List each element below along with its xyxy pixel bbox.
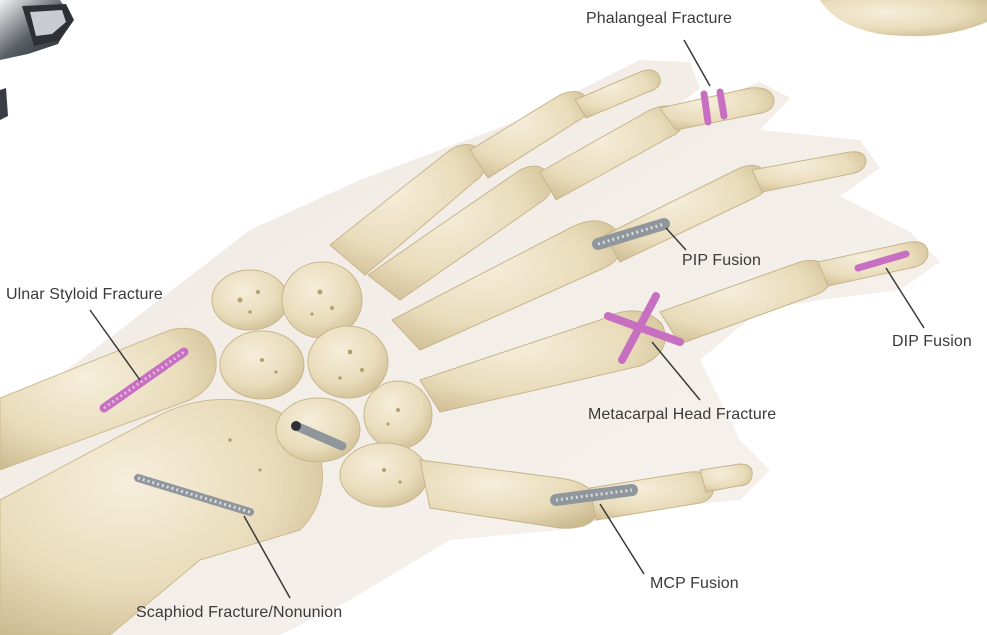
label-dip-fusion: DIP Fusion: [892, 333, 972, 351]
label-metacarpal-head-fracture: Metacarpal Head Fracture: [588, 406, 776, 424]
surgical-instrument: [0, 0, 74, 120]
label-pip-fusion: PIP Fusion: [682, 252, 761, 270]
label-scaphoid-fracture-nonunion: Scaphiod Fracture/Nonunion: [136, 604, 342, 622]
label-phalangeal-fracture: Phalangeal Fracture: [586, 10, 732, 28]
label-mcp-fusion: MCP Fusion: [650, 575, 739, 593]
label-ulnar-styloid-fracture: Ulnar Styloid Fracture: [6, 286, 163, 304]
adjacent-bone: [820, 0, 987, 36]
